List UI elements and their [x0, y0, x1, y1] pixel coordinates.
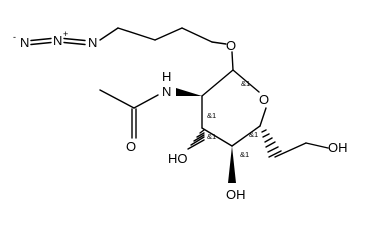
wedge-bond-c4: [228, 146, 236, 183]
molecule-structure-diagram: - N N + N O O N H O OH HO OH &1 &1 &1 &1…: [13, 27, 348, 202]
carbonyl-oxygen-label: O: [126, 139, 136, 154]
stereo-label-c5: &1: [249, 130, 258, 139]
hashed-bond-c5: [261, 129, 282, 158]
ring-oxygen-label: O: [259, 92, 269, 107]
ether-oxygen-label: O: [226, 38, 236, 53]
stereo-labels: &1 &1 &1 &1 &1: [207, 79, 258, 159]
c3-hydroxyl-label: HO: [168, 151, 188, 166]
wedge-bond-c2: [176, 88, 202, 96]
amide-nitrogen-label: N: [162, 84, 171, 99]
stereo-label-c3: &1: [207, 132, 216, 141]
azide-minus-charge: -: [13, 32, 16, 42]
hashed-bond-c3: [187, 129, 205, 150]
azide-group: - N N + N: [13, 29, 97, 50]
c4-hydroxyl-label: OH: [226, 187, 246, 202]
azide-n2-label: N: [53, 33, 62, 48]
stereo-label-c2: &1: [207, 111, 216, 120]
bond-lines: [30, 27, 329, 183]
azide-plus-charge: +: [63, 29, 68, 39]
c6-hydroxyl-label: OH: [328, 140, 348, 155]
azide-n3-label: N: [88, 35, 97, 50]
stereo-label-c4: &1: [240, 150, 249, 159]
stereo-label-c1: &1: [241, 79, 250, 88]
amide-hydrogen-label: H: [162, 69, 171, 84]
azide-n1-label: N: [20, 35, 29, 50]
